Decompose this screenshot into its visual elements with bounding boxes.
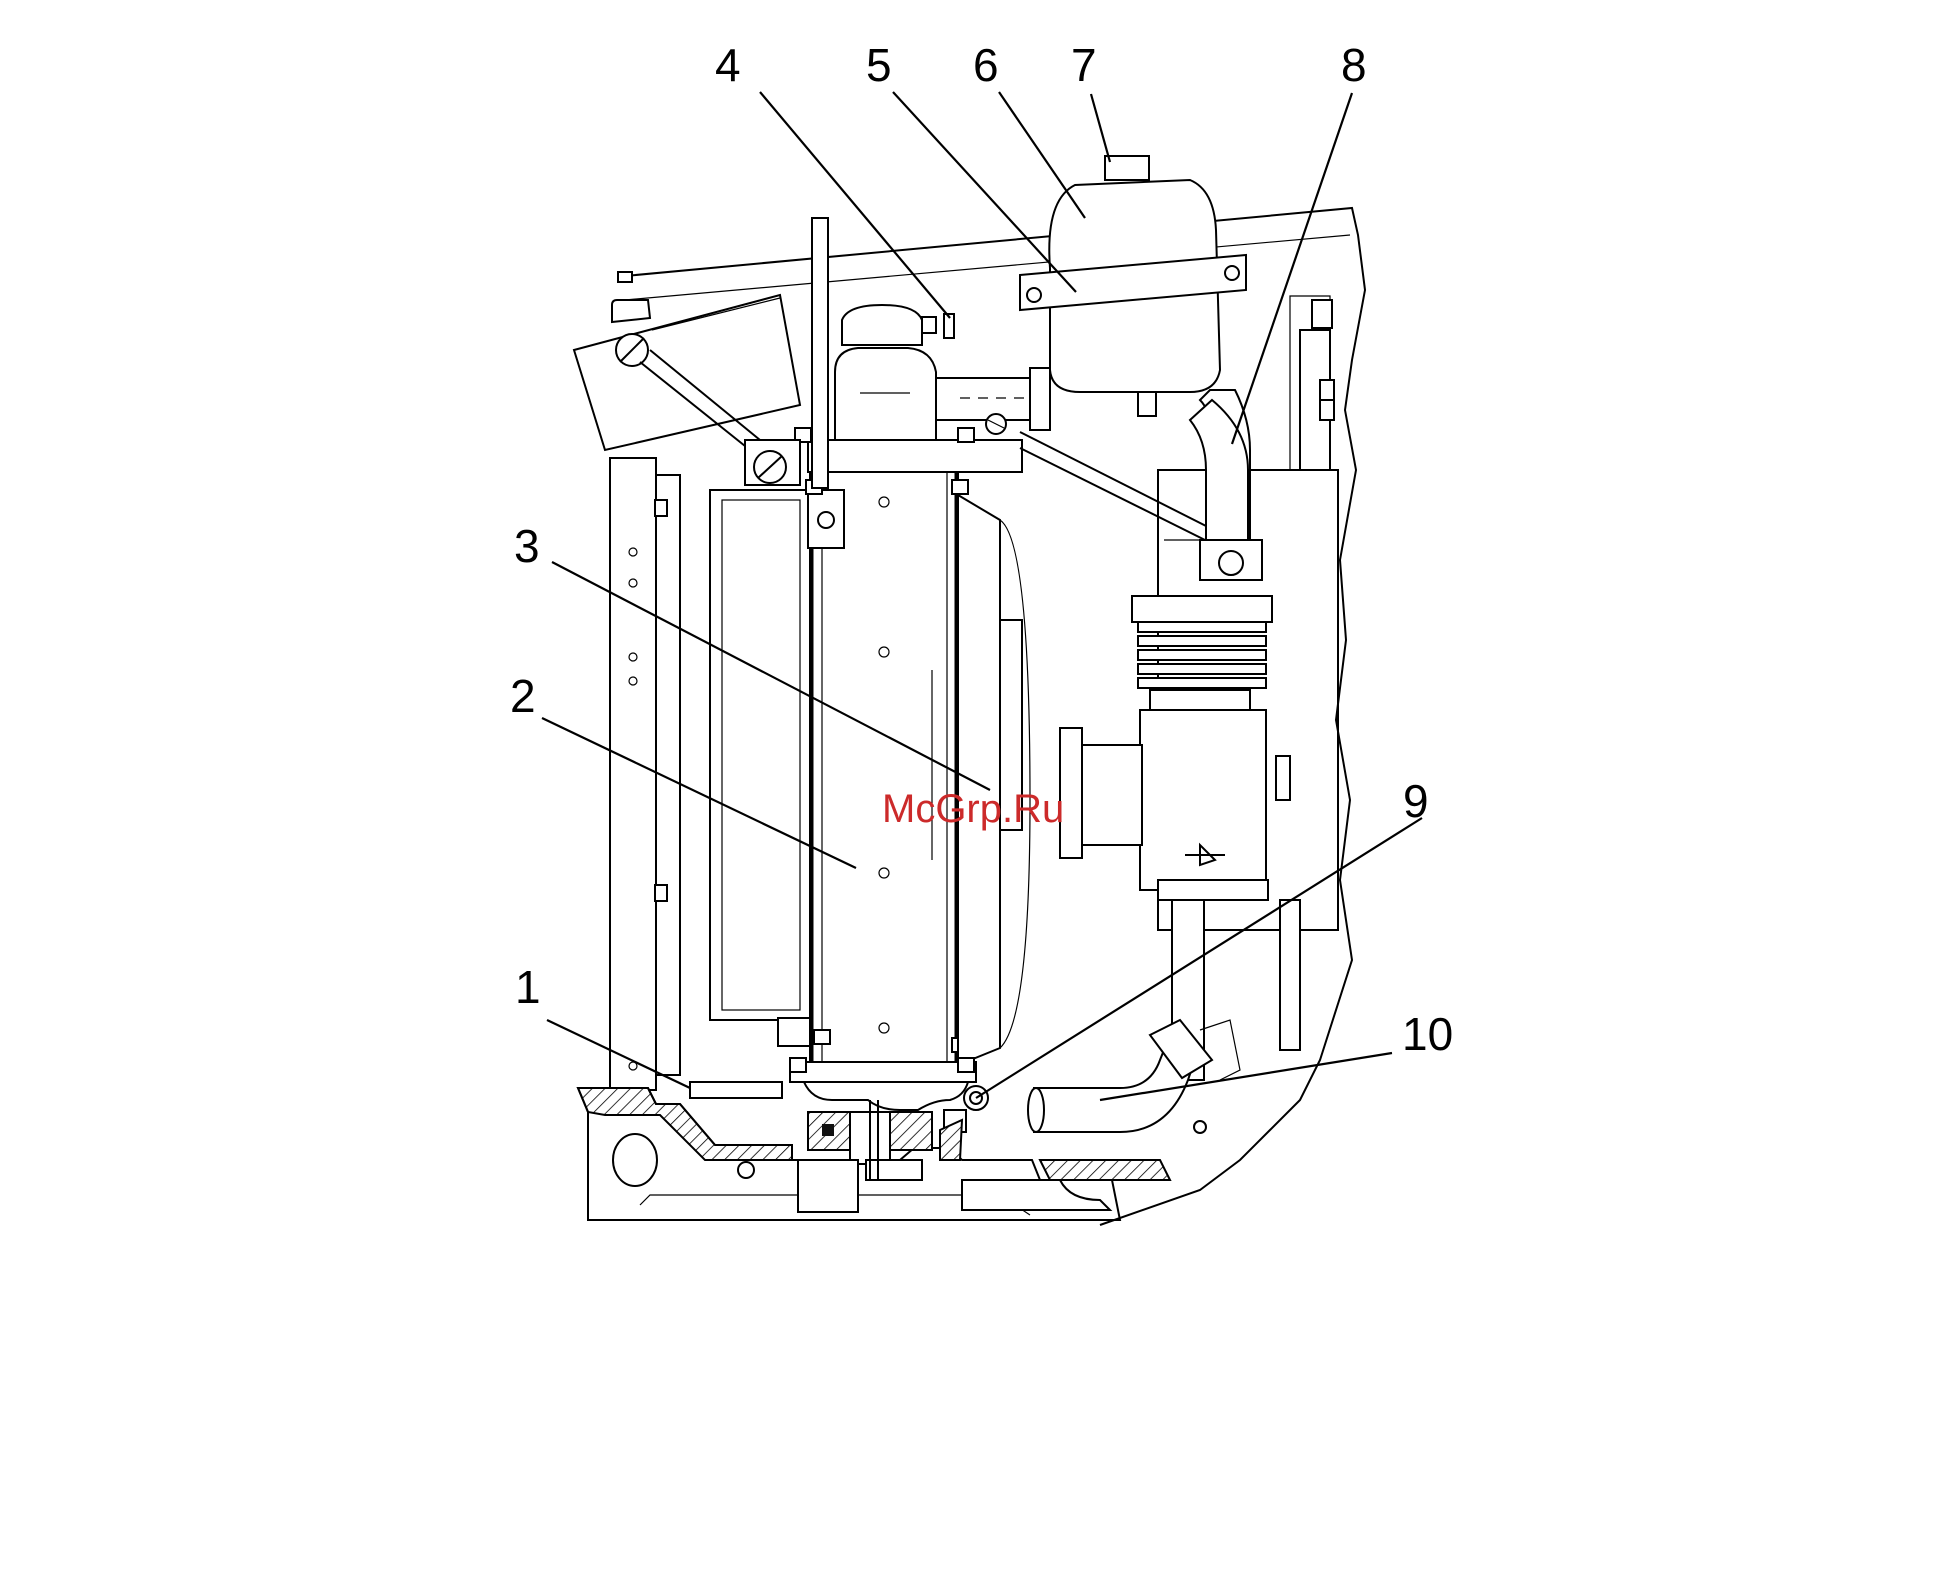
watermark: McGrp.Ru <box>882 787 1064 831</box>
callout-6: 6 <box>973 39 999 91</box>
lower-hose-10 <box>1028 1020 1240 1133</box>
stay-rod-right <box>1020 432 1210 540</box>
callout-7: 7 <box>1071 39 1097 91</box>
leader-7 <box>1091 94 1110 162</box>
callout-1: 1 <box>515 961 541 1013</box>
leader-6 <box>999 92 1085 218</box>
callout-9: 9 <box>1403 775 1429 827</box>
callout-4: 4 <box>715 39 741 91</box>
left-frame-column <box>610 458 680 1090</box>
leader-4 <box>760 92 950 318</box>
callout-2: 2 <box>510 670 536 722</box>
callout-10: 10 <box>1402 1008 1453 1060</box>
fan-shroud <box>710 490 810 1046</box>
upper-shroud <box>574 295 800 450</box>
compressor-fins <box>1138 622 1266 688</box>
callout-8: 8 <box>1341 39 1367 91</box>
leader-10 <box>1100 1053 1392 1100</box>
callout-3: 3 <box>514 520 540 572</box>
leader-5 <box>893 92 1076 292</box>
radiator-bottom-tank <box>790 1058 976 1110</box>
callout-5: 5 <box>866 39 892 91</box>
radiator-core <box>806 470 968 1065</box>
radiator-top-tank <box>795 218 1050 488</box>
